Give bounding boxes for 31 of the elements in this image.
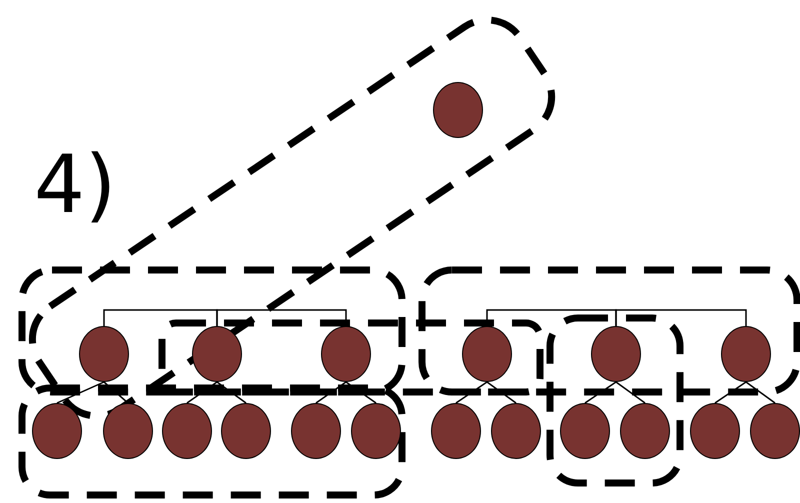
panel-number: 4): [34, 145, 116, 225]
connector-line: [216, 309, 347, 326]
connector-line: [346, 381, 376, 404]
connector-line: [456, 381, 488, 404]
connector-line: [216, 381, 246, 404]
connector-line: [616, 381, 646, 404]
circle-node: [79, 326, 129, 382]
circle-node: [321, 326, 371, 382]
circle-node: [162, 403, 212, 459]
circle-node: [690, 403, 740, 459]
connector-line: [103, 309, 218, 326]
connector-line: [615, 309, 747, 326]
connector-line: [486, 381, 516, 404]
connector-line: [714, 381, 746, 404]
circle-node: [491, 403, 541, 459]
circle-node: [433, 82, 483, 138]
circle-node: [192, 326, 242, 382]
connector-line: [746, 381, 776, 404]
connector-line: [104, 381, 128, 404]
circle-node: [462, 326, 512, 382]
circle-node: [221, 403, 271, 459]
circle-node: [103, 403, 153, 459]
circle-node: [351, 403, 401, 459]
circle-node: [291, 403, 341, 459]
circle-node: [591, 326, 641, 382]
connector-line: [316, 381, 346, 404]
connector-line: [486, 309, 617, 326]
circle-node: [560, 403, 610, 459]
circle-node: [32, 403, 82, 459]
circle-node: [431, 403, 481, 459]
connector-line: [186, 381, 218, 404]
